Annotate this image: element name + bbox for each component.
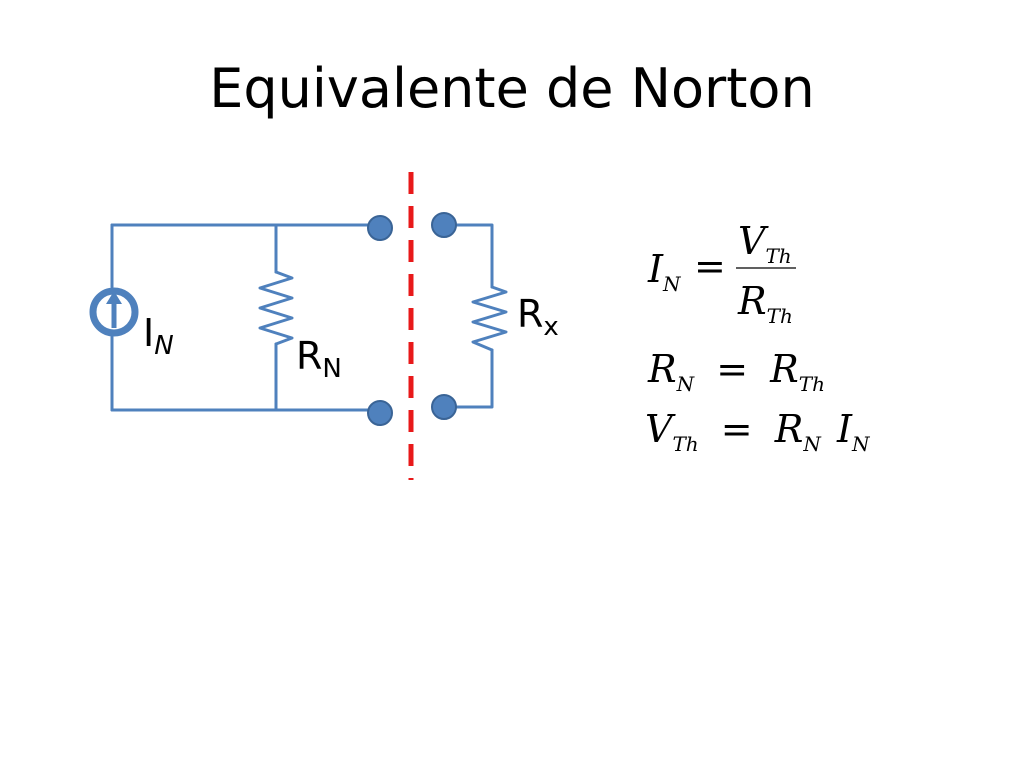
rn-resistor: [258, 270, 294, 346]
terminal-node-right-bottom: [431, 394, 457, 420]
current-source-icon: [89, 287, 139, 337]
bottom-wire-right: [442, 348, 494, 409]
top-wire-right: [442, 223, 494, 289]
source-label: IN: [143, 311, 174, 361]
eq-vth: VTh = RN IN: [645, 407, 870, 456]
eq-rn: RN = RTh: [648, 347, 826, 396]
terminal-node-left-top: [367, 215, 393, 241]
terminal-node-left-bottom: [367, 400, 393, 426]
eq-in-denominator: RTh: [738, 279, 793, 328]
eq-in-lhs: IN: [648, 247, 681, 296]
rx-label: Rx: [517, 292, 559, 342]
rn-label: RN: [296, 334, 342, 384]
slide-title: Equivalente de Norton: [209, 57, 815, 120]
terminal-node-right-top: [431, 212, 457, 238]
eq-in-numerator: VTh: [738, 219, 792, 268]
rx-resistor: [471, 285, 508, 352]
eq-in-equals: =: [694, 244, 726, 288]
